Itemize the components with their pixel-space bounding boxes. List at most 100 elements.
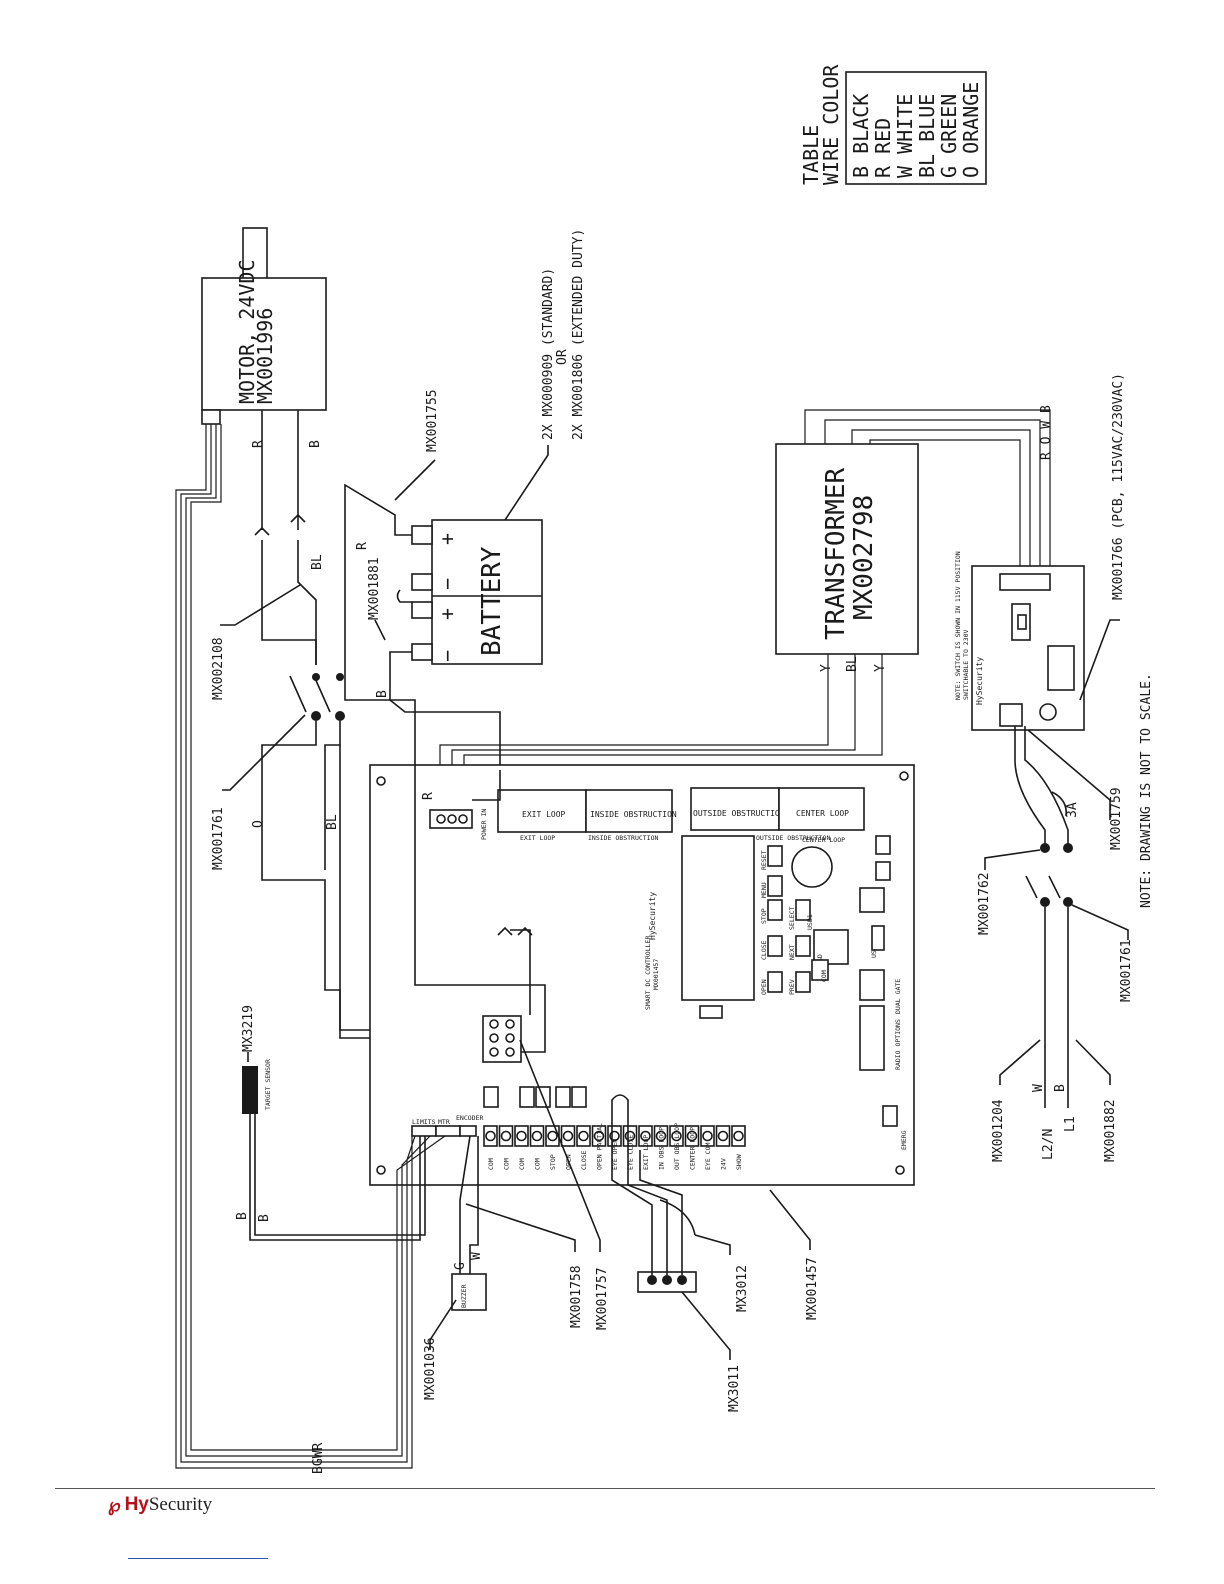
terminal-screw-head bbox=[640, 1130, 651, 1142]
transformer-primary-wire bbox=[824, 419, 1041, 575]
terminal-label: OUT OBS LOOP bbox=[673, 1123, 681, 1170]
center-loop-label: CENTER LOOP bbox=[796, 809, 849, 818]
close-button[interactable] bbox=[767, 935, 783, 957]
outside-obstruction-slot bbox=[690, 787, 780, 831]
voltage-switch-lever bbox=[1017, 614, 1027, 630]
terminal-label: COM bbox=[487, 1158, 495, 1170]
transformer-label: TRANSFORMER bbox=[821, 467, 851, 640]
buzzer-wire bbox=[459, 1135, 479, 1274]
part-mx001755: MX001755 bbox=[425, 389, 440, 452]
leader-line bbox=[999, 1039, 1041, 1085]
terminal-label: CLOSE bbox=[580, 1150, 588, 1170]
next-button-label: NEXT bbox=[788, 944, 796, 960]
wire-table-row: O ORANGE bbox=[959, 82, 983, 178]
line-label: L1 bbox=[1063, 1116, 1078, 1132]
relay-pair bbox=[483, 1086, 499, 1108]
terminal-label: 24V bbox=[720, 1158, 728, 1170]
terminal-screw-head bbox=[671, 1130, 682, 1142]
footer-brand-hy: Hy bbox=[124, 1494, 149, 1515]
footer-link-underline[interactable] bbox=[128, 1558, 268, 1559]
menu-button[interactable] bbox=[767, 875, 783, 897]
motor-lead-clamp bbox=[201, 409, 221, 425]
prev-button[interactable] bbox=[795, 971, 811, 993]
sd-card-slot bbox=[813, 929, 849, 965]
wire-table-row: BL BLUE bbox=[915, 94, 939, 178]
wire-table-row: W WHITE bbox=[893, 94, 917, 178]
transformer-primary-wire bbox=[851, 429, 1031, 575]
part-mx001204: MX001204 bbox=[991, 1099, 1006, 1162]
part-mx001761-a: MX001761 bbox=[211, 807, 226, 870]
part-mx001758: MX001758 bbox=[569, 1265, 584, 1328]
leader-line bbox=[394, 459, 436, 501]
limit-wires bbox=[396, 1135, 446, 1315]
open-button-label: OPEN bbox=[760, 979, 768, 995]
battery-polarity: − bbox=[435, 650, 459, 662]
controller-model: SMART DC CONTROLLER bbox=[644, 936, 652, 1010]
stop-button[interactable] bbox=[767, 899, 783, 921]
battery-body bbox=[431, 519, 543, 665]
connector-pin bbox=[489, 1047, 499, 1057]
mounting-hole bbox=[899, 771, 909, 781]
pcb-switch-note: SWITCHABLE TO 230V bbox=[962, 629, 970, 700]
connector-pin bbox=[505, 1033, 515, 1043]
motor: MOTOR, 24VDC MX001996 bbox=[201, 227, 327, 425]
mx3012-cable bbox=[611, 1094, 683, 1275]
jumper bbox=[875, 835, 891, 855]
terminal-label: COM bbox=[503, 1158, 511, 1170]
wire-label: B bbox=[1053, 1084, 1068, 1092]
part-mx001036: MX001036 bbox=[423, 1337, 438, 1400]
fuse-label: 3A bbox=[1065, 802, 1080, 818]
connector-pin bbox=[647, 1275, 657, 1285]
footer-logo: ℘ HySecurity bbox=[108, 1494, 212, 1516]
connector-pin bbox=[489, 1019, 499, 1029]
motor-leads bbox=[261, 410, 299, 530]
leader-line bbox=[984, 849, 1041, 870]
terminal-label: EYE COM bbox=[704, 1143, 712, 1170]
battery-terminal bbox=[411, 573, 433, 591]
connector-pin bbox=[662, 1275, 672, 1285]
battery-to-power-wire bbox=[472, 770, 501, 801]
leader-line bbox=[1027, 729, 1111, 820]
motor-label: MOTOR, 24VDC bbox=[235, 260, 259, 405]
mounting-hole bbox=[376, 776, 386, 786]
switch-terminal bbox=[1040, 897, 1050, 907]
pcb-brand: HySecurity bbox=[975, 657, 984, 705]
mx3012-arc bbox=[659, 1199, 696, 1236]
motor-bundle-wire bbox=[190, 424, 398, 1451]
terminal-screw-head bbox=[717, 1130, 729, 1142]
wire-label: B bbox=[308, 440, 323, 448]
chip bbox=[699, 1005, 723, 1019]
pcb-switch-note: NOTE: SWITCH IS SHOWN IN 115V POSITION bbox=[954, 551, 962, 700]
terminal-label: EXIT LOOP bbox=[642, 1135, 650, 1170]
dual-gate-label: DUAL GATE bbox=[894, 979, 902, 1014]
next-button[interactable] bbox=[795, 935, 811, 957]
pcb-line-wire bbox=[1014, 726, 1046, 845]
reset-button[interactable] bbox=[767, 845, 783, 867]
power-in-label: POWER IN bbox=[480, 809, 488, 840]
transformer-part-number: MX002798 bbox=[849, 495, 879, 620]
wire-label: BL bbox=[310, 554, 325, 570]
open-button[interactable] bbox=[767, 971, 783, 993]
part-mx001457: MX001457 bbox=[805, 1257, 820, 1320]
switch-contact bbox=[289, 675, 331, 713]
relay-pair bbox=[519, 1086, 535, 1108]
fuse-arc bbox=[1051, 791, 1068, 817]
outside-small: OUTSIDE OBSTRUCTION bbox=[756, 834, 830, 842]
switch-terminal bbox=[1063, 843, 1073, 853]
battery-note: 2X MX001806 (EXTENDED DUTY) bbox=[571, 229, 586, 440]
stop-button-label: STOP bbox=[760, 908, 768, 924]
wire-label: Y bbox=[873, 664, 888, 672]
select-button[interactable] bbox=[795, 899, 811, 921]
wire-table-row: G GREEN bbox=[937, 94, 961, 178]
line-label: L2/N bbox=[1041, 1129, 1056, 1160]
battery-terminal bbox=[411, 525, 433, 545]
wire-label: B bbox=[375, 690, 390, 698]
part-mx001762: MX001762 bbox=[977, 872, 992, 935]
motor-shaft bbox=[242, 227, 268, 281]
leader-line bbox=[220, 584, 301, 626]
terminal-screw-head bbox=[593, 1130, 605, 1142]
inline-connector bbox=[497, 926, 533, 936]
scale-note: NOTE: DRAWING IS NOT TO SCALE. bbox=[1139, 673, 1154, 908]
terminal-label: CENTER LOOP bbox=[689, 1127, 697, 1170]
wire-label: R bbox=[355, 542, 370, 550]
